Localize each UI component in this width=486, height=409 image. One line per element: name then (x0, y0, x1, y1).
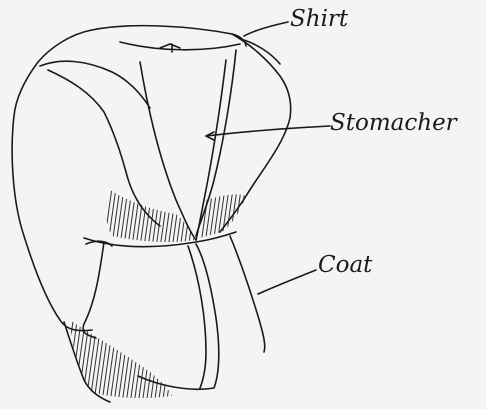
shirt-fold (160, 44, 180, 48)
left-fold-shading (106, 190, 194, 242)
skirt-shading (70, 320, 172, 398)
coat-skirt-left (83, 242, 104, 338)
coat-label: Coat (318, 254, 372, 277)
coat-leader-line (258, 270, 316, 294)
right-fold-shading (200, 194, 246, 238)
shirt-label: Shirt (290, 8, 348, 31)
coat-left-shoulder (12, 30, 92, 331)
stomacher-label: Stomacher (330, 112, 457, 135)
shirt-leader-line (244, 22, 288, 36)
shirt-collar (92, 26, 246, 46)
coat-skirt-front (138, 244, 219, 389)
